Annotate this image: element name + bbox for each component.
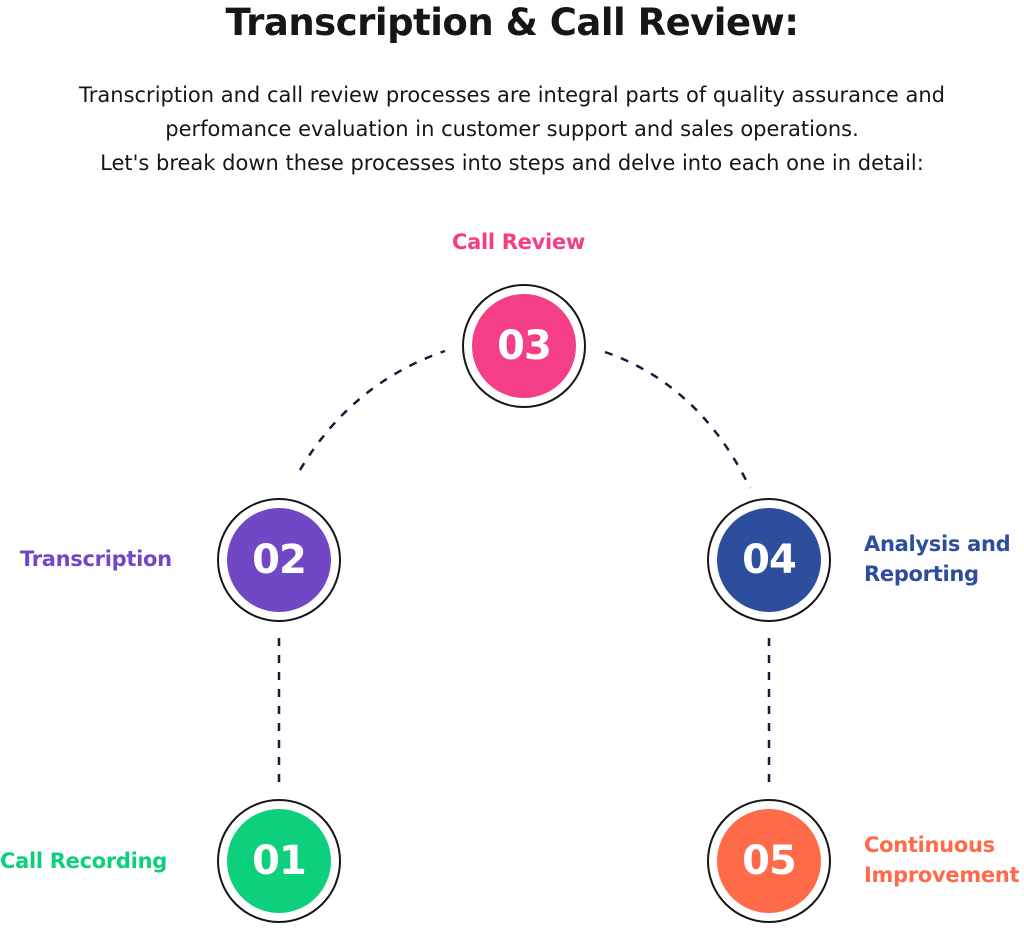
step-05-label-line-2: Improvement (864, 863, 1020, 887)
step-02-label: Transcription (20, 544, 172, 574)
intro-paragraph: Transcription and call review processes … (0, 78, 1024, 180)
page-title: Transcription & Call Review: (225, 1, 799, 44)
step-02-disc: 02 (227, 508, 331, 612)
step-04-label: Analysis and Reporting (864, 529, 1011, 589)
step-02-label-line-1: Transcription (20, 547, 172, 571)
step-05-number: 05 (742, 838, 797, 884)
step-04-circle: 04 (707, 498, 831, 622)
step-03-number: 03 (497, 323, 552, 369)
step-05-label-line-1: Continuous (864, 833, 995, 857)
step-05-disc: 05 (717, 809, 821, 913)
step-03-circle: 03 (462, 284, 586, 408)
step-03-label: Call Review (452, 227, 585, 257)
step-03-label-line-1: Call Review (452, 230, 585, 254)
step-01-label: Call Recording (0, 846, 167, 876)
intro-line-1: Transcription and call review processes … (79, 83, 945, 107)
step-04-number: 04 (742, 537, 797, 583)
step-04-label-line-2: Reporting (864, 562, 979, 586)
connector-02-03 (298, 349, 446, 471)
step-05-circle: 05 (707, 799, 831, 923)
step-02-circle: 02 (217, 498, 341, 622)
step-02-number: 02 (252, 537, 307, 583)
step-05-label: Continuous Improvement (864, 830, 1020, 890)
connector-03-04 (604, 350, 752, 489)
step-03-disc: 03 (472, 294, 576, 398)
step-04-label-line-1: Analysis and (864, 532, 1011, 556)
intro-line-2: perfomance evaluation in customer suppor… (165, 117, 859, 141)
step-01-label-line-1: Call Recording (0, 849, 167, 873)
step-01-circle: 01 (217, 799, 341, 923)
step-01-disc: 01 (227, 809, 331, 913)
intro-line-3: Let's break down these processes into st… (100, 151, 924, 175)
step-01-number: 01 (252, 838, 307, 884)
step-04-disc: 04 (717, 508, 821, 612)
